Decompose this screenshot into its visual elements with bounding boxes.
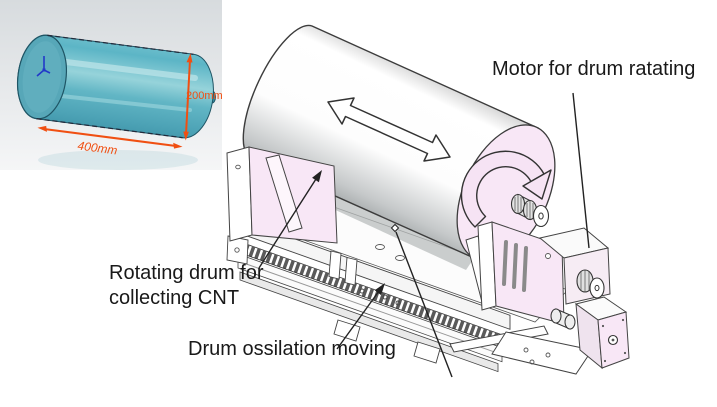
- stepper-motor: [574, 296, 630, 370]
- leader-line-motor: [572, 92, 590, 249]
- slider-clamp: [344, 256, 358, 286]
- length-dimension-label: 400mm: [77, 138, 119, 157]
- length-dimension: 400mm: [37, 125, 183, 158]
- machine-foot: [413, 341, 441, 364]
- drum-shaft-pulley: [510, 193, 550, 228]
- point-marker: [390, 223, 400, 233]
- drum-dimension-inset: 400mm 200mm: [0, 0, 222, 170]
- oscillation-callout-label: Drum ossilation moving: [188, 338, 396, 360]
- rail-end-bracket: [226, 235, 249, 265]
- gusset-rib: [265, 154, 303, 233]
- adjustment-slot: [502, 240, 508, 286]
- plate-hole: [395, 255, 405, 261]
- diameter-dimension: 200mm: [183, 53, 222, 141]
- mounting-bar: [449, 325, 549, 353]
- arrowhead: [312, 170, 322, 183]
- gear-rack: [237, 241, 507, 347]
- arrowhead: [374, 283, 385, 296]
- leader-line-rotating-drum: [258, 178, 317, 269]
- gearbox-block: [538, 227, 611, 305]
- leader-lines: [258, 92, 590, 378]
- adjustment-slot: [522, 246, 528, 292]
- diameter-dimension-label: 200mm: [186, 90, 222, 102]
- adjustment-slot: [512, 243, 518, 289]
- oscillation-drive: [449, 296, 630, 375]
- motor-callout-label: Motor for drum ratating: [492, 58, 696, 80]
- leader-line-unlabeled: [395, 231, 453, 378]
- cad-cylinder: [16, 34, 216, 139]
- plate-hole: [375, 244, 385, 250]
- leader-line-oscillation: [336, 290, 380, 350]
- reflection: [38, 150, 198, 170]
- motor-bracket: [491, 331, 593, 375]
- rotating-drum-callout-label: Rotating drum for collecting CNT: [109, 262, 264, 309]
- origin-triad-icon: [36, 56, 51, 77]
- shaft-coupling: [550, 308, 562, 324]
- rotation-direction-arrow-icon: [460, 150, 552, 228]
- left-support-bracket: [226, 146, 338, 244]
- oscillation-direction-arrow-icon: [327, 97, 451, 162]
- slider-clamp: [328, 250, 342, 280]
- right-support-bracket: [465, 221, 565, 325]
